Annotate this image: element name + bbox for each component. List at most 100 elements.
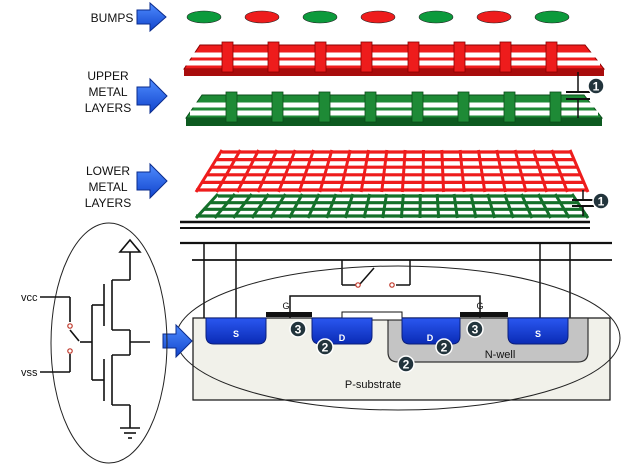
red-grid-column-line bbox=[440, 149, 446, 193]
lower-cap-number: 1 bbox=[598, 195, 605, 209]
upper-label-line-1: UPPER bbox=[87, 69, 129, 83]
gate-right-marker: 3 bbox=[466, 320, 484, 338]
upper-capacitor-marker: 1 bbox=[587, 77, 605, 95]
vss-label: vss bbox=[21, 367, 38, 379]
junction-right-marker: 2 bbox=[435, 338, 453, 356]
junction-right-marker-number: 2 bbox=[441, 341, 448, 355]
green-grid-column-line bbox=[250, 193, 270, 219]
drain-left-diffusion bbox=[311, 317, 373, 345]
green-grid-column-line bbox=[343, 193, 355, 219]
source-left-label: S bbox=[233, 329, 239, 339]
switch-contact-right bbox=[389, 282, 395, 288]
bump-green bbox=[534, 10, 570, 24]
red-grid-column-line bbox=[297, 149, 315, 193]
upper-green-metal-layer bbox=[185, 91, 604, 126]
upper-red-metal-layer bbox=[183, 41, 606, 76]
bumps-row bbox=[186, 10, 570, 24]
red-grid-column-line bbox=[338, 149, 352, 193]
substrate-arrow-icon bbox=[162, 323, 193, 359]
well-junction-marker: 2 bbox=[397, 355, 415, 373]
red-grid-column-line bbox=[476, 149, 487, 193]
upper-metal-arrow-icon bbox=[136, 77, 168, 115]
red-grid-column-line bbox=[550, 149, 569, 193]
lower-metal-arrow-icon bbox=[136, 162, 168, 200]
gate-left bbox=[266, 312, 312, 317]
red-grid-column-line bbox=[380, 149, 389, 193]
source-right-diffusion bbox=[507, 317, 569, 345]
green-grid-column-line bbox=[288, 193, 304, 219]
gate-right-marker-number: 3 bbox=[472, 323, 479, 337]
red-grid-column-line bbox=[359, 149, 371, 193]
bumps-label-group: BUMPS bbox=[91, 1, 167, 33]
junction-left-marker-number: 2 bbox=[322, 341, 329, 355]
drain-right-label: D bbox=[427, 333, 434, 343]
bump-green bbox=[418, 10, 454, 24]
substrate-cross-section: S D D S G G N-well P-substrate bbox=[192, 301, 611, 401]
red-grid-column-line bbox=[495, 149, 507, 193]
green-grid-column-line bbox=[213, 193, 237, 219]
interconnect-wiring bbox=[180, 241, 612, 318]
green-grid-column-line bbox=[362, 193, 372, 219]
green-grid-column-line bbox=[399, 193, 405, 219]
green-grid-column-line bbox=[452, 193, 459, 219]
gate-right-label: G bbox=[476, 301, 483, 311]
green-grid-column-line bbox=[503, 193, 515, 219]
lower-green-metal-grid bbox=[194, 192, 590, 220]
upper-capacitor-symbol bbox=[566, 72, 590, 118]
red-grid-column-line bbox=[400, 149, 407, 193]
lower-label-line-2: METAL bbox=[88, 180, 127, 194]
green-grid-column-line bbox=[232, 193, 253, 219]
lower-capacitor-symbol bbox=[572, 190, 594, 216]
source-left-diffusion bbox=[205, 317, 267, 345]
switch-contact-left bbox=[355, 282, 361, 288]
red-grid-column-line bbox=[421, 149, 425, 193]
bumps-arrow-icon bbox=[136, 1, 167, 33]
red-grid-column-line bbox=[194, 149, 224, 193]
well-junction-marker-number: 2 bbox=[403, 358, 410, 372]
gate-left-marker-number: 3 bbox=[295, 323, 302, 337]
lower-red-metal-grid bbox=[194, 149, 590, 193]
green-grid-column-line bbox=[553, 193, 571, 219]
bumps-label: BUMPS bbox=[91, 11, 134, 25]
n-well-label: N-well bbox=[485, 349, 516, 361]
upper-cap-number: 1 bbox=[593, 80, 600, 94]
lower-capacitor-marker: 1 bbox=[592, 192, 610, 210]
bump-green bbox=[186, 10, 222, 24]
drain-left-label: D bbox=[339, 333, 346, 343]
green-grid-column-line bbox=[469, 193, 478, 219]
green-grid-column-line bbox=[325, 193, 338, 219]
gate-left-label: G bbox=[282, 301, 289, 311]
green-grid-column-line bbox=[306, 193, 321, 219]
gate-right bbox=[460, 312, 508, 317]
bump-red bbox=[476, 10, 512, 24]
bump-red bbox=[360, 10, 396, 24]
p-substrate-label: P-substrate bbox=[345, 379, 401, 391]
red-grid-column-line bbox=[458, 149, 466, 193]
source-right-label: S bbox=[535, 329, 541, 339]
inverter-schematic: vcc vss bbox=[21, 222, 168, 464]
red-grid-column-line bbox=[318, 149, 334, 193]
red-grid-column-line bbox=[277, 149, 297, 193]
upper-label-line-2: METAL bbox=[88, 85, 127, 99]
upper-label-line-3: LAYERS bbox=[85, 101, 131, 115]
lower-label-line-1: LOWER bbox=[86, 164, 130, 178]
red-grid-column-line bbox=[256, 149, 279, 193]
vcc-label: vcc bbox=[21, 292, 38, 304]
upper-metal-label-group: UPPER METAL LAYERS bbox=[85, 69, 168, 115]
red-grid-column-line bbox=[531, 149, 549, 193]
green-grid-column-line bbox=[536, 193, 552, 219]
junction-left-marker: 2 bbox=[316, 338, 334, 356]
bump-red bbox=[244, 10, 280, 24]
green-grid-column-line bbox=[381, 193, 389, 219]
lower-metal-label-group: LOWER METAL LAYERS bbox=[85, 162, 168, 210]
schematic-ellipse bbox=[50, 222, 168, 464]
red-grid-column-line bbox=[215, 149, 242, 193]
red-grid-column-line bbox=[235, 149, 260, 193]
bump-green bbox=[302, 10, 338, 24]
red-grid-column-line bbox=[568, 149, 590, 193]
lower-black-metal-lines bbox=[180, 220, 590, 229]
gate-left-marker: 3 bbox=[289, 320, 307, 338]
green-grid-column-line bbox=[194, 192, 220, 220]
green-grid-column-line bbox=[520, 193, 534, 219]
green-grid-column-line bbox=[486, 193, 497, 219]
